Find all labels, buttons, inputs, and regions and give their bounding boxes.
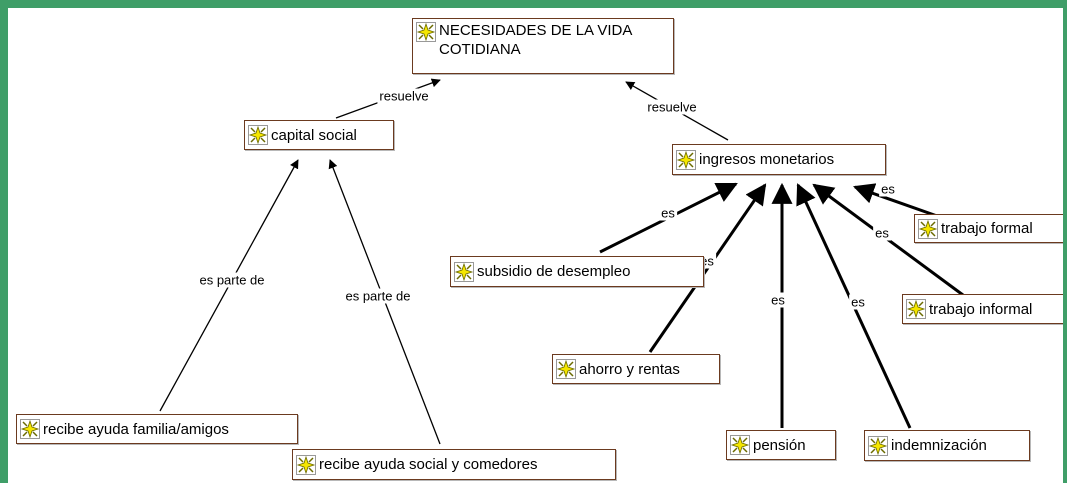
link-line-formal-ingresos bbox=[853, 183, 941, 219]
concept-trabajo-formal[interactable]: trabajo formal bbox=[914, 214, 1063, 243]
link-label-familia-capital: es parte de bbox=[197, 272, 267, 288]
concept-ayuda-social-comedores[interactable]: recibe ayuda social y comedores bbox=[292, 449, 616, 480]
concept-star-icon bbox=[676, 149, 696, 170]
concept-necesidades-vida-cotidiana[interactable]: NECESIDADES DE LA VIDA COTIDIANA bbox=[412, 18, 674, 74]
concept-pension[interactable]: pensión bbox=[726, 430, 836, 460]
concept-label: trabajo informal bbox=[929, 300, 1033, 318]
concept-label: capital social bbox=[271, 126, 357, 144]
concept-trabajo-informal[interactable]: trabajo informal bbox=[902, 294, 1063, 324]
concept-map-links bbox=[159, 78, 964, 445]
concept-label: recibe ayuda social y comedores bbox=[319, 456, 538, 473]
concept-star-icon bbox=[454, 261, 474, 282]
concept-star-icon bbox=[868, 435, 888, 456]
concept-label: trabajo formal bbox=[941, 220, 1033, 237]
concept-label: ingresos monetarios bbox=[699, 151, 835, 168]
concept-label: subsidio de desempleo bbox=[477, 263, 631, 280]
link-line-ahorro-ingresos bbox=[648, 183, 767, 353]
concept-star-icon bbox=[730, 435, 750, 455]
link-label-subsidio-ingresos: es bbox=[659, 205, 677, 221]
concept-subsidio-desempleo[interactable]: subsidio de desempleo bbox=[450, 256, 704, 287]
concept-star-icon bbox=[248, 125, 268, 145]
concept-ayuda-familia-amigos[interactable]: recibe ayuda familia/amigos bbox=[16, 414, 298, 444]
concept-label: recibe ayuda familia/amigos bbox=[43, 420, 229, 438]
concept-star-icon bbox=[296, 454, 316, 475]
concept-ingresos-monetarios[interactable]: ingresos monetarios bbox=[672, 144, 886, 175]
concept-star-icon bbox=[416, 22, 436, 42]
concept-star-icon bbox=[20, 419, 40, 439]
concept-star-icon bbox=[918, 218, 938, 239]
concept-star-icon bbox=[906, 299, 926, 319]
concept-indemnizacion[interactable]: indemnización bbox=[864, 430, 1030, 461]
link-label-comedores-capital: es parte de bbox=[343, 288, 413, 304]
concept-star-icon bbox=[556, 359, 576, 379]
link-label-informal-ingresos: es bbox=[873, 225, 891, 241]
concept-label: pensión bbox=[753, 436, 806, 454]
link-label-indemnizacion-ingresos: es bbox=[849, 294, 867, 310]
concept-capital-social[interactable]: capital social bbox=[244, 120, 394, 150]
link-label-formal-ingresos: es bbox=[879, 181, 897, 197]
link-label-ingresos-necesidades: resuelve bbox=[645, 99, 699, 115]
link-label-pension-ingresos: es bbox=[769, 292, 787, 308]
concept-label: ahorro y rentas bbox=[579, 360, 680, 378]
concept-ahorro-rentas[interactable]: ahorro y rentas bbox=[552, 354, 720, 384]
concept-label: indemnización bbox=[891, 437, 987, 454]
link-label-capital-necesidades: resuelve bbox=[377, 88, 431, 104]
concept-label: NECESIDADES DE LA VIDA COTIDIANA bbox=[439, 22, 632, 58]
